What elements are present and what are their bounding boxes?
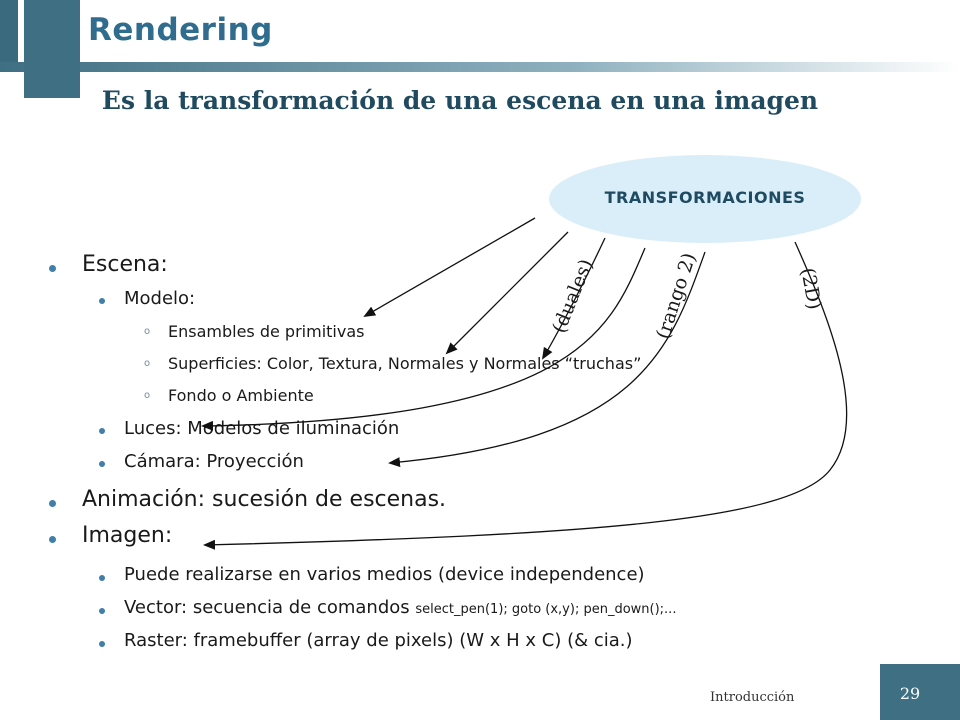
bullet-dot — [49, 265, 56, 272]
sub-bullet: o — [144, 390, 151, 401]
bullet-dot — [49, 500, 56, 507]
transformaciones-label: TRANSFORMACIONES — [604, 188, 806, 207]
item-modelo: Modelo: — [124, 288, 196, 309]
sub-bullet: o — [144, 326, 151, 337]
arrow-to-luces — [201, 247, 646, 431]
bullet-dot — [99, 298, 105, 304]
transformaciones-ellipse — [549, 155, 861, 243]
item-ensambles: Ensambles de primitivas — [168, 322, 365, 341]
page-number: 29 — [899, 684, 921, 703]
item-animacion: Animación: sucesión de escenas. — [82, 487, 447, 512]
vector-text: Vector: secuencia de comandos — [124, 597, 416, 618]
item-medios: Puede realizarse en varios medios (devic… — [124, 564, 645, 585]
item-camara: Cámara: Proyección — [124, 451, 304, 472]
bullet-dot — [99, 428, 105, 434]
arrow-to-imagen — [203, 241, 848, 550]
item-superficies: Superficies: Color, Textura, Normales y … — [168, 354, 642, 373]
header-dark-bar — [0, 0, 18, 62]
bullet-dot — [99, 641, 105, 647]
slide-subtitle: Es la transformación de una escena en un… — [101, 86, 819, 115]
bullet-dot — [99, 575, 105, 581]
arrow-to-superficies — [445, 231, 569, 355]
header-accent-block — [24, 0, 80, 98]
item-fondo: Fondo o Ambiente — [168, 386, 314, 405]
footer-section: Introducción — [710, 690, 795, 705]
item-imagen: Imagen: — [82, 523, 173, 548]
item-escena: Escena: — [82, 252, 168, 277]
sub-bullet: o — [144, 358, 151, 369]
bullet-dot — [99, 608, 105, 614]
header-gradient-bar — [0, 62, 960, 72]
item-vector: Vector: secuencia de comandos select_pen… — [124, 597, 676, 618]
vector-code: select_pen(1); goto (x,y); pen_down();..… — [415, 602, 677, 617]
bullet-dot — [49, 536, 56, 543]
item-raster: Raster: framebuffer (array de pixels) (W… — [124, 630, 633, 651]
slide-title: Rendering — [88, 12, 273, 48]
page-number-box — [880, 664, 960, 720]
item-luces: Luces: Modelos de iluminación — [124, 418, 400, 439]
arrow-to-ensambles — [363, 217, 536, 317]
bullet-dot — [99, 461, 105, 467]
arrow-to-superficies-duales — [541, 237, 606, 360]
arrow-to-camara — [388, 251, 706, 468]
